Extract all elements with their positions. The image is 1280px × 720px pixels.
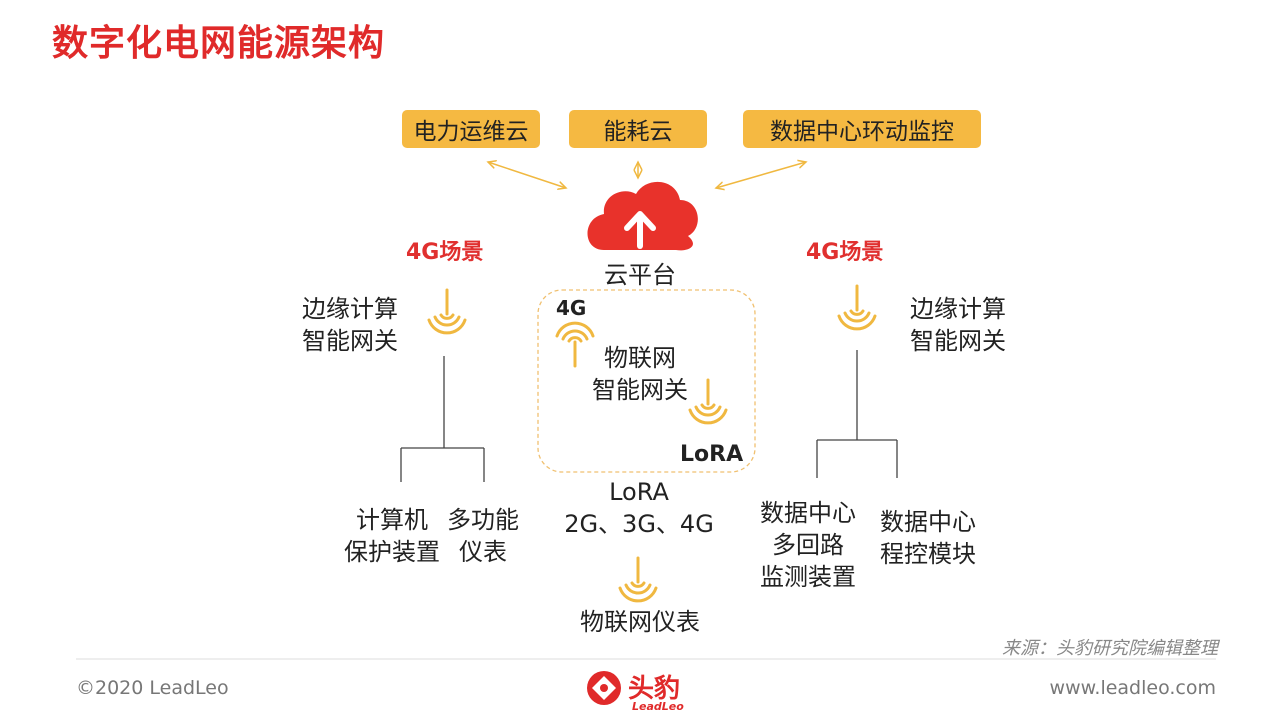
website-link[interactable]: www.leadleo.com	[1049, 677, 1216, 699]
page-title: 数字化电网能源架构	[52, 23, 386, 64]
wireless-icon-right	[837, 284, 877, 331]
right-device-multi-loop-monitor: 数据中心 多回路 监测装置	[752, 497, 864, 593]
gateway-dashed-box	[537, 289, 756, 473]
right-scene-label: 4G场景	[806, 240, 884, 265]
left-device-1-line-1: 计算机	[356, 506, 428, 534]
center-gateway-label: 物联网 智能网关	[584, 342, 696, 406]
tree-right	[816, 350, 898, 478]
source-note: 来源：头豹研究院编辑整理	[1002, 638, 1218, 659]
center-protocol-line-2: 2G、3G、4G	[564, 510, 714, 538]
brand-logo-icon	[587, 671, 621, 705]
cloud-box-energy: 能耗云	[569, 110, 707, 148]
right-device-1-line-2: 多回路	[772, 531, 844, 559]
left-gateway-label: 边缘计算 智能网关	[295, 293, 405, 357]
right-device-program-control: 数据中心 程控模块	[872, 506, 984, 570]
right-gateway-line-1: 边缘计算	[910, 295, 1006, 323]
center-gateway-line-2: 智能网关	[592, 376, 688, 404]
left-device-2-line-2: 仪表	[459, 538, 507, 566]
left-device-computer-protection: 计算机 保护装置	[337, 504, 447, 568]
right-gateway-label: 边缘计算 智能网关	[903, 293, 1013, 357]
left-gateway-line-1: 边缘计算	[302, 295, 398, 323]
right-gateway-line-2: 智能网关	[910, 327, 1006, 355]
cloud-box-energy-label: 能耗云	[603, 119, 673, 145]
wireless-icon-left	[427, 288, 467, 335]
left-gateway-line-2: 智能网关	[302, 327, 398, 355]
brand-name-en: LeadLeo	[632, 700, 684, 713]
center-lora-tag: LoRA	[680, 442, 744, 467]
center-4g-tag: 4G	[556, 296, 587, 320]
copyright-text: ©2020 LeadLeo	[76, 677, 229, 699]
arrow-cloud-left	[488, 162, 566, 188]
center-protocol-line-1: LoRA	[609, 478, 669, 506]
tree-left	[400, 356, 485, 482]
right-device-1-line-1: 数据中心	[760, 499, 856, 527]
left-device-multifunction-meter: 多功能 仪表	[438, 504, 528, 568]
center-protocols-label: LoRA 2G、3G、4G	[549, 476, 729, 540]
wireless-icon-meter	[618, 556, 658, 603]
left-device-2-line-1: 多功能	[447, 506, 519, 534]
cloud-box-power-ops-label: 电力运维云	[413, 119, 529, 145]
right-device-1-line-3: 监测装置	[760, 563, 856, 591]
arrow-cloud-right	[716, 162, 806, 188]
right-device-2-line-2: 程控模块	[880, 540, 976, 568]
left-scene-label: 4G场景	[406, 240, 484, 265]
right-device-2-line-1: 数据中心	[880, 508, 976, 536]
brand-name: 头豹	[628, 674, 681, 704]
cloud-upload-icon	[587, 181, 698, 251]
cloud-box-datacenter-monitor: 数据中心环动监控	[743, 110, 981, 148]
platform-label: 云平台	[604, 261, 676, 289]
center-gateway-line-1: 物联网	[604, 344, 676, 372]
left-device-1-line-2: 保护装置	[344, 538, 440, 566]
center-meter-label: 物联网仪表	[580, 608, 700, 636]
cloud-box-datacenter-monitor-label: 数据中心环动监控	[770, 119, 954, 145]
cloud-box-power-ops: 电力运维云	[402, 110, 540, 148]
